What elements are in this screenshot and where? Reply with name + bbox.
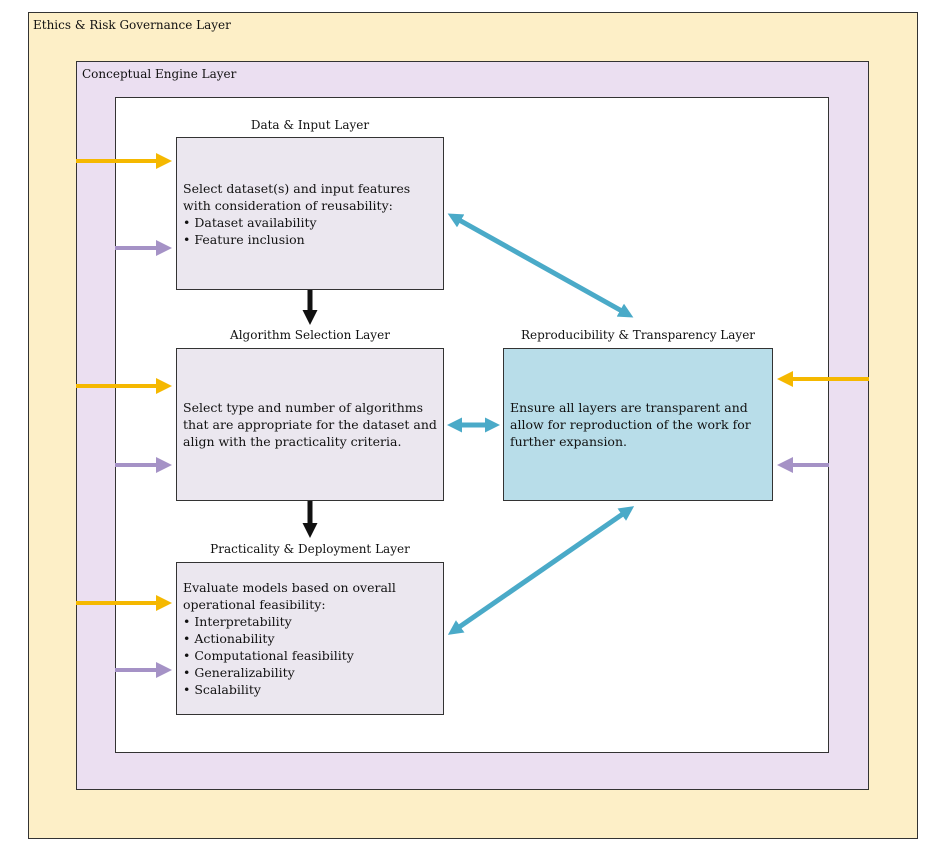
bullet-actionability: Actionability: [183, 630, 437, 647]
algorithm-selection-layer-text: Select type and number of algorithms tha…: [183, 400, 437, 449]
practicality-deployment-layer-text: Evaluate models based on overall operati…: [183, 580, 396, 612]
reproducibility-transparency-layer-box: Ensure all layers are transparent and al…: [503, 348, 773, 501]
algorithm-selection-layer-box: Select type and number of algorithms tha…: [176, 348, 444, 501]
bullet-generalizability: Generalizability: [183, 664, 437, 681]
data-input-layer-title: Data & Input Layer: [250, 118, 370, 132]
conceptual-layer-label: Conceptual Engine Layer: [82, 67, 237, 81]
practicality-deployment-layer-title: Practicality & Deployment Layer: [210, 542, 410, 556]
bullet-scalability: Scalability: [183, 681, 437, 698]
bullet-dataset-availability: Dataset availability: [183, 214, 437, 231]
link-arrow-practicality-reproducibility: [447, 506, 635, 635]
reproducibility-transparency-layer-text: Ensure all layers are transparent and al…: [510, 400, 751, 449]
bullet-interpretability: Interpretability: [183, 613, 437, 630]
ethics-layer-label: Ethics & Risk Governance Layer: [33, 18, 231, 32]
reproducibility-transparency-layer-title: Reproducibility & Transparency Layer: [520, 328, 756, 342]
bullet-computational-feasibility: Computational feasibility: [183, 647, 437, 664]
data-input-bullets: Dataset availability Feature inclusion: [183, 214, 437, 248]
practicality-deployment-layer-box: Evaluate models based on overall operati…: [176, 562, 444, 715]
algorithm-selection-layer-title: Algorithm Selection Layer: [230, 328, 390, 342]
link-arrow-data-reproducibility: [447, 213, 634, 318]
practicality-bullets: Interpretability Actionability Computati…: [183, 613, 437, 698]
bullet-feature-inclusion: Feature inclusion: [183, 231, 437, 248]
data-input-layer-text: Select dataset(s) and input features wit…: [183, 180, 411, 213]
data-input-layer-box: Select dataset(s) and input features wit…: [176, 137, 444, 290]
